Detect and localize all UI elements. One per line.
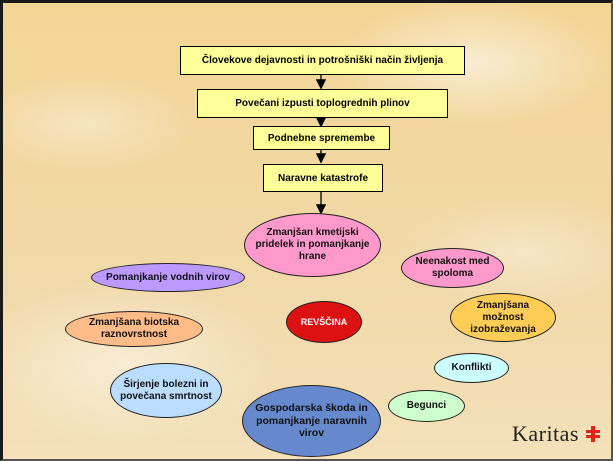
flow-box-natural-disasters: Naravne katastrofe (263, 164, 383, 192)
oval-water-shortage: Pomanjkanje vodnih virov (91, 263, 245, 292)
cross-icon (586, 426, 600, 442)
flow-box-climate-change: Podnebne spremembe (253, 126, 390, 150)
oval-biodiversity: Zmanjšana biotska raznovrstnost (65, 311, 203, 347)
karitas-logo: Karitas (512, 421, 603, 447)
flow-box-human-activities: Človekove dejavnosti in potrošniški nači… (180, 46, 465, 75)
flow-arrows (315, 74, 327, 215)
oval-conflicts: Konflikti (434, 353, 509, 383)
oval-economic-damage: Gospodarska škoda in pomanjkanje naravni… (242, 385, 381, 457)
oval-gender-inequality: Neenakost med spoloma (401, 248, 504, 288)
karitas-logo-text: Karitas (511, 421, 579, 446)
oval-refugees: Begunci (388, 390, 465, 422)
oval-poverty-center: REVŠČINA (286, 301, 362, 343)
oval-crop-yield: Zmanjšan kmetijski pridelek in pomanjkan… (244, 213, 381, 277)
oval-education: Zmanjšana možnost izobraževanja (450, 293, 556, 342)
flow-box-emissions: Povečani izpusti toplogrednih plinov (197, 89, 448, 118)
oval-disease: Širjenje bolezni in povečana smrtnost (110, 363, 222, 418)
